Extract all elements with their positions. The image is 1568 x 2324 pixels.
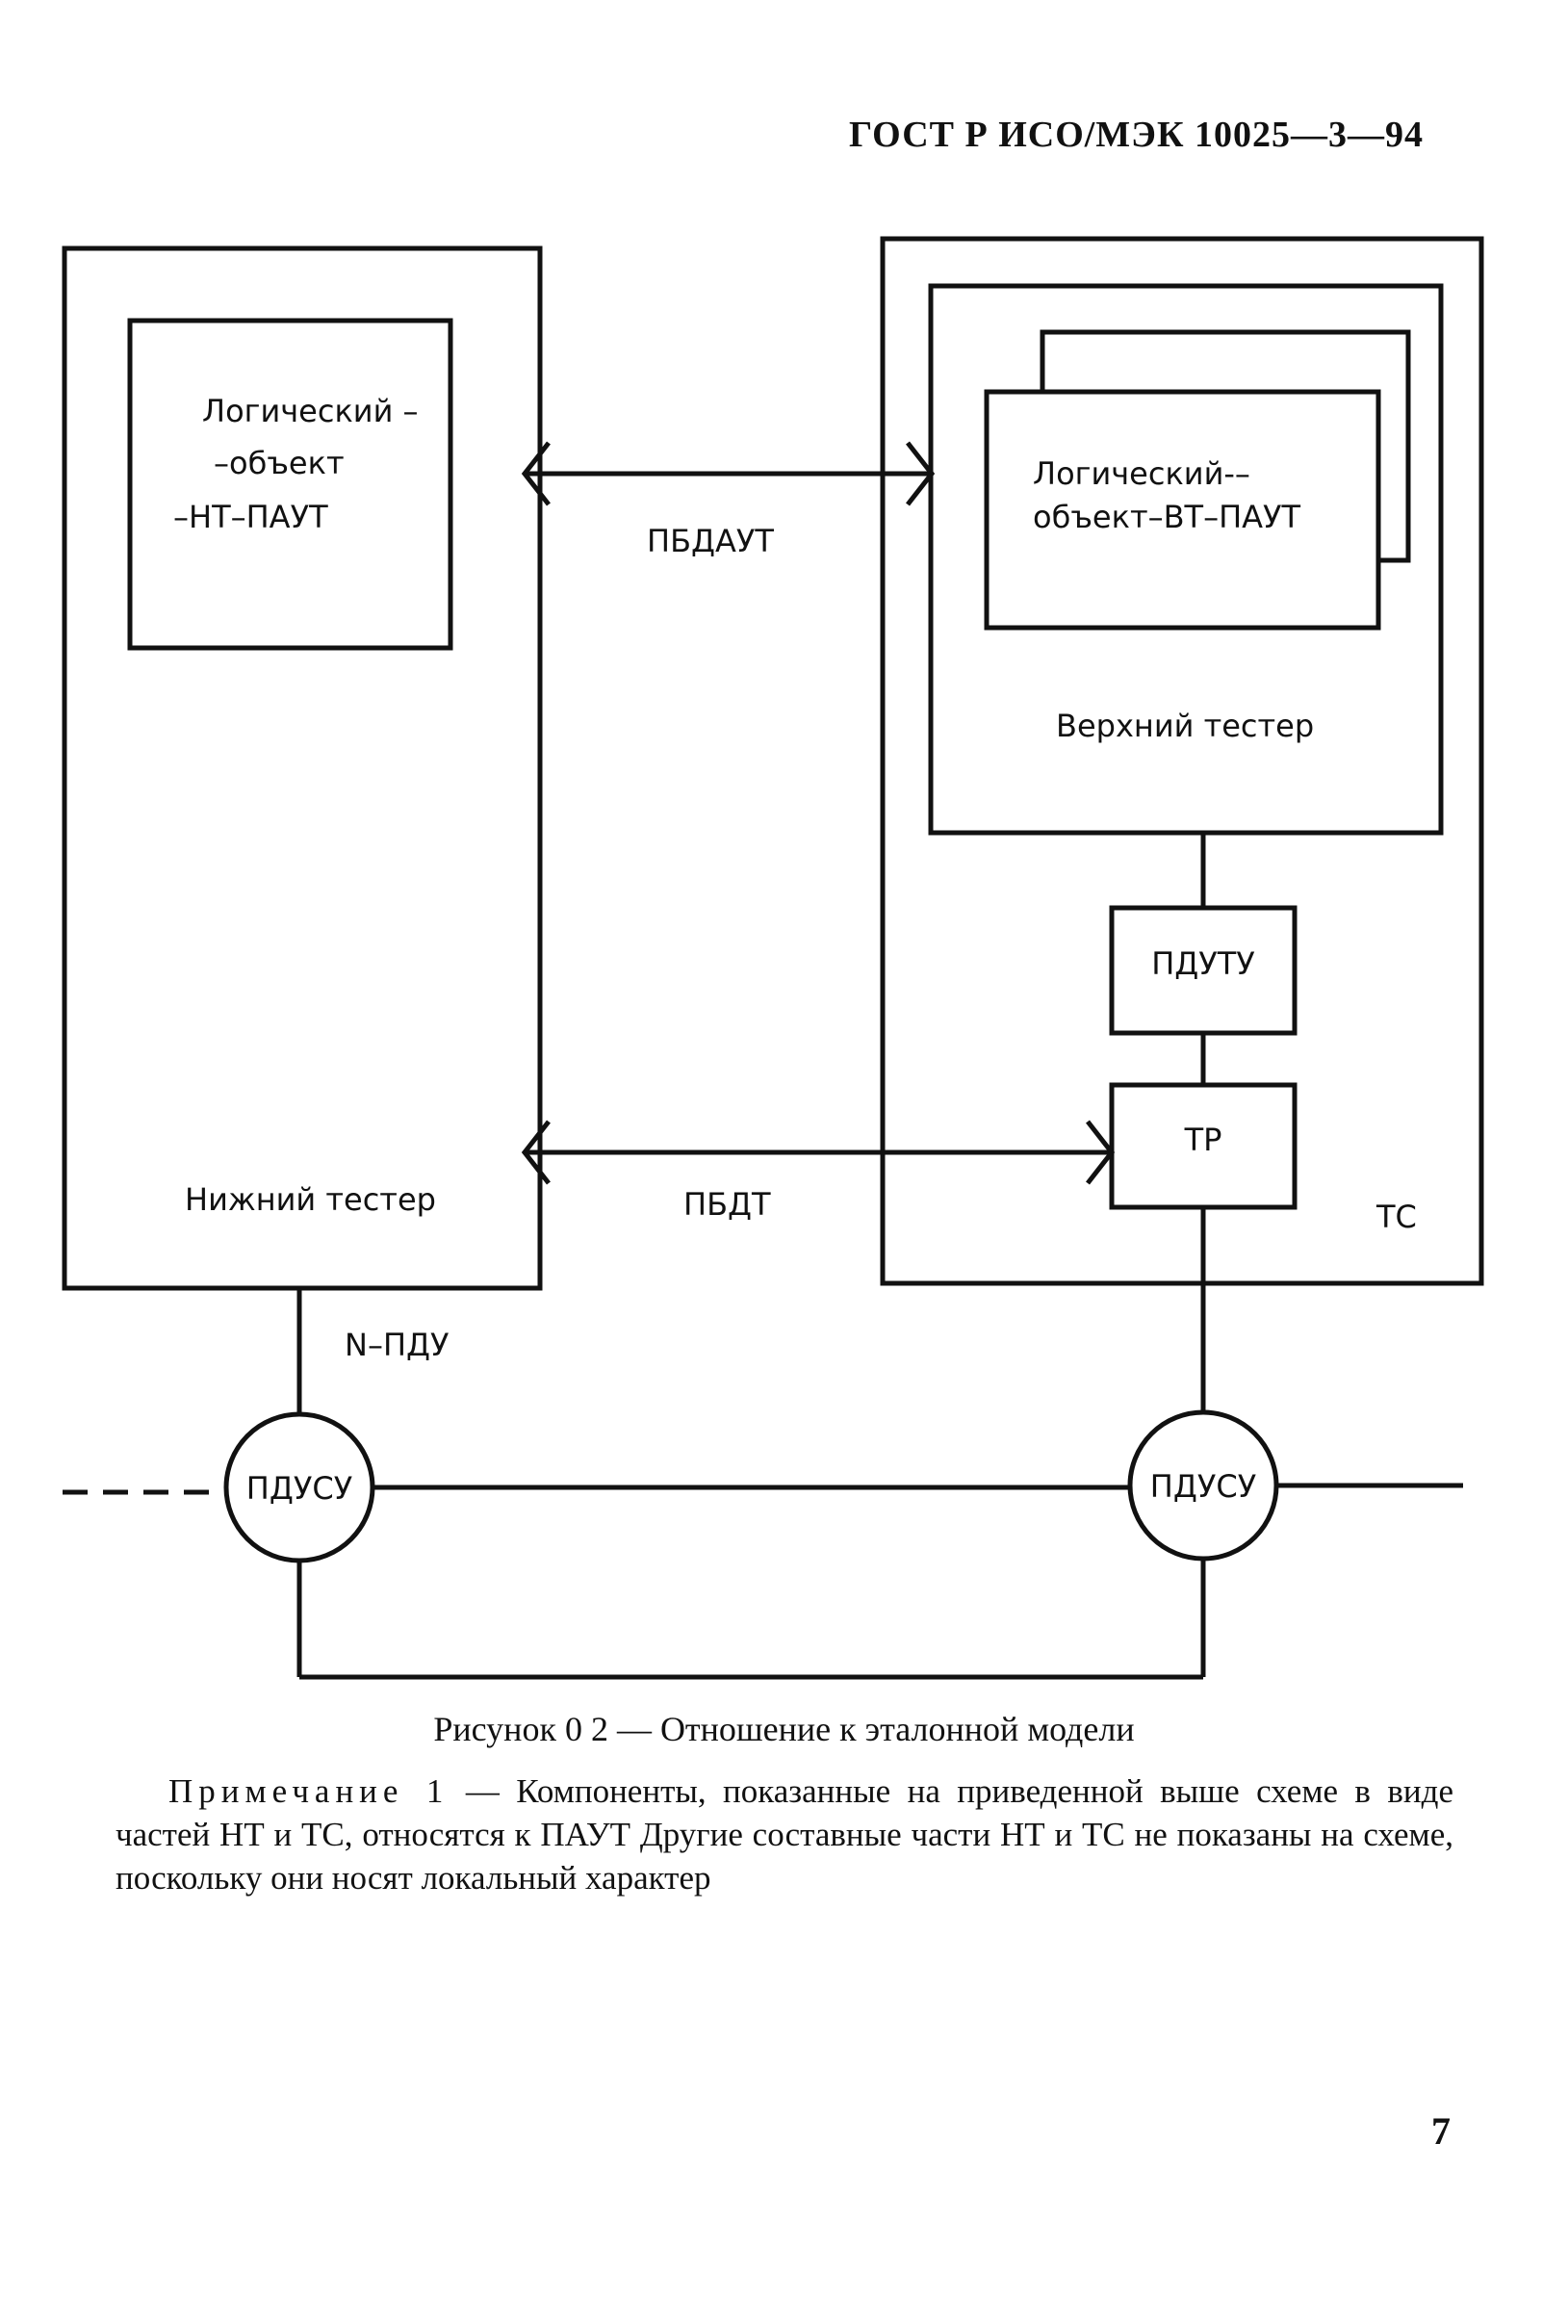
lower-entity-line-2: –объект <box>214 445 345 481</box>
lower-tester-label: Нижний тестер <box>185 1181 436 1218</box>
upper-entity-line-2: объект–ВТ–ПАУТ <box>1033 499 1301 535</box>
lower-entity-line-3: –НТ–ПАУТ <box>173 499 328 535</box>
pduty-label: ПДУТУ <box>1151 945 1255 982</box>
pbdaut-label: ПБДАУТ <box>647 523 774 559</box>
lower-logical-entity-box <box>127 318 453 651</box>
upper-tester-box <box>928 283 1444 836</box>
pdusu-left-label: ПДУСУ <box>246 1470 352 1507</box>
note-label: Примечание 1 <box>168 1772 450 1810</box>
pdusu-right-label: ПДУСУ <box>1150 1468 1256 1505</box>
figure-caption: Рисунок 0 2 — Отношение к эталонной моде… <box>433 1710 1135 1748</box>
document-header: ГОСТ Р ИСО/МЭК 10025—3—94 <box>848 115 1424 155</box>
test-system-box <box>880 236 1484 1286</box>
lower-tester-box <box>62 245 543 1291</box>
reference-model-diagram: Логический – –объект –НТ–ПАУТ Нижний тес… <box>62 236 1484 1680</box>
upper-logical-entity-box <box>984 389 1381 631</box>
figure-note: Примечание 1 — Компоненты, показанные на… <box>116 1769 1453 1899</box>
note-text: — Компоненты, показанные на приведенной … <box>116 1772 1453 1897</box>
lower-entity-line-1: Логический – <box>202 393 419 429</box>
upper-tester-label: Верхний тестер <box>1056 708 1314 744</box>
upper-entity-line-1: Логический-– <box>1033 455 1250 492</box>
pbdt-label: ПБДТ <box>683 1186 771 1223</box>
npdu-label: N–ПДУ <box>345 1327 450 1363</box>
page-number: 7 <box>1431 2109 1451 2153</box>
ts-label: ТС <box>1375 1199 1417 1235</box>
tr-label: ТР <box>1184 1122 1222 1158</box>
